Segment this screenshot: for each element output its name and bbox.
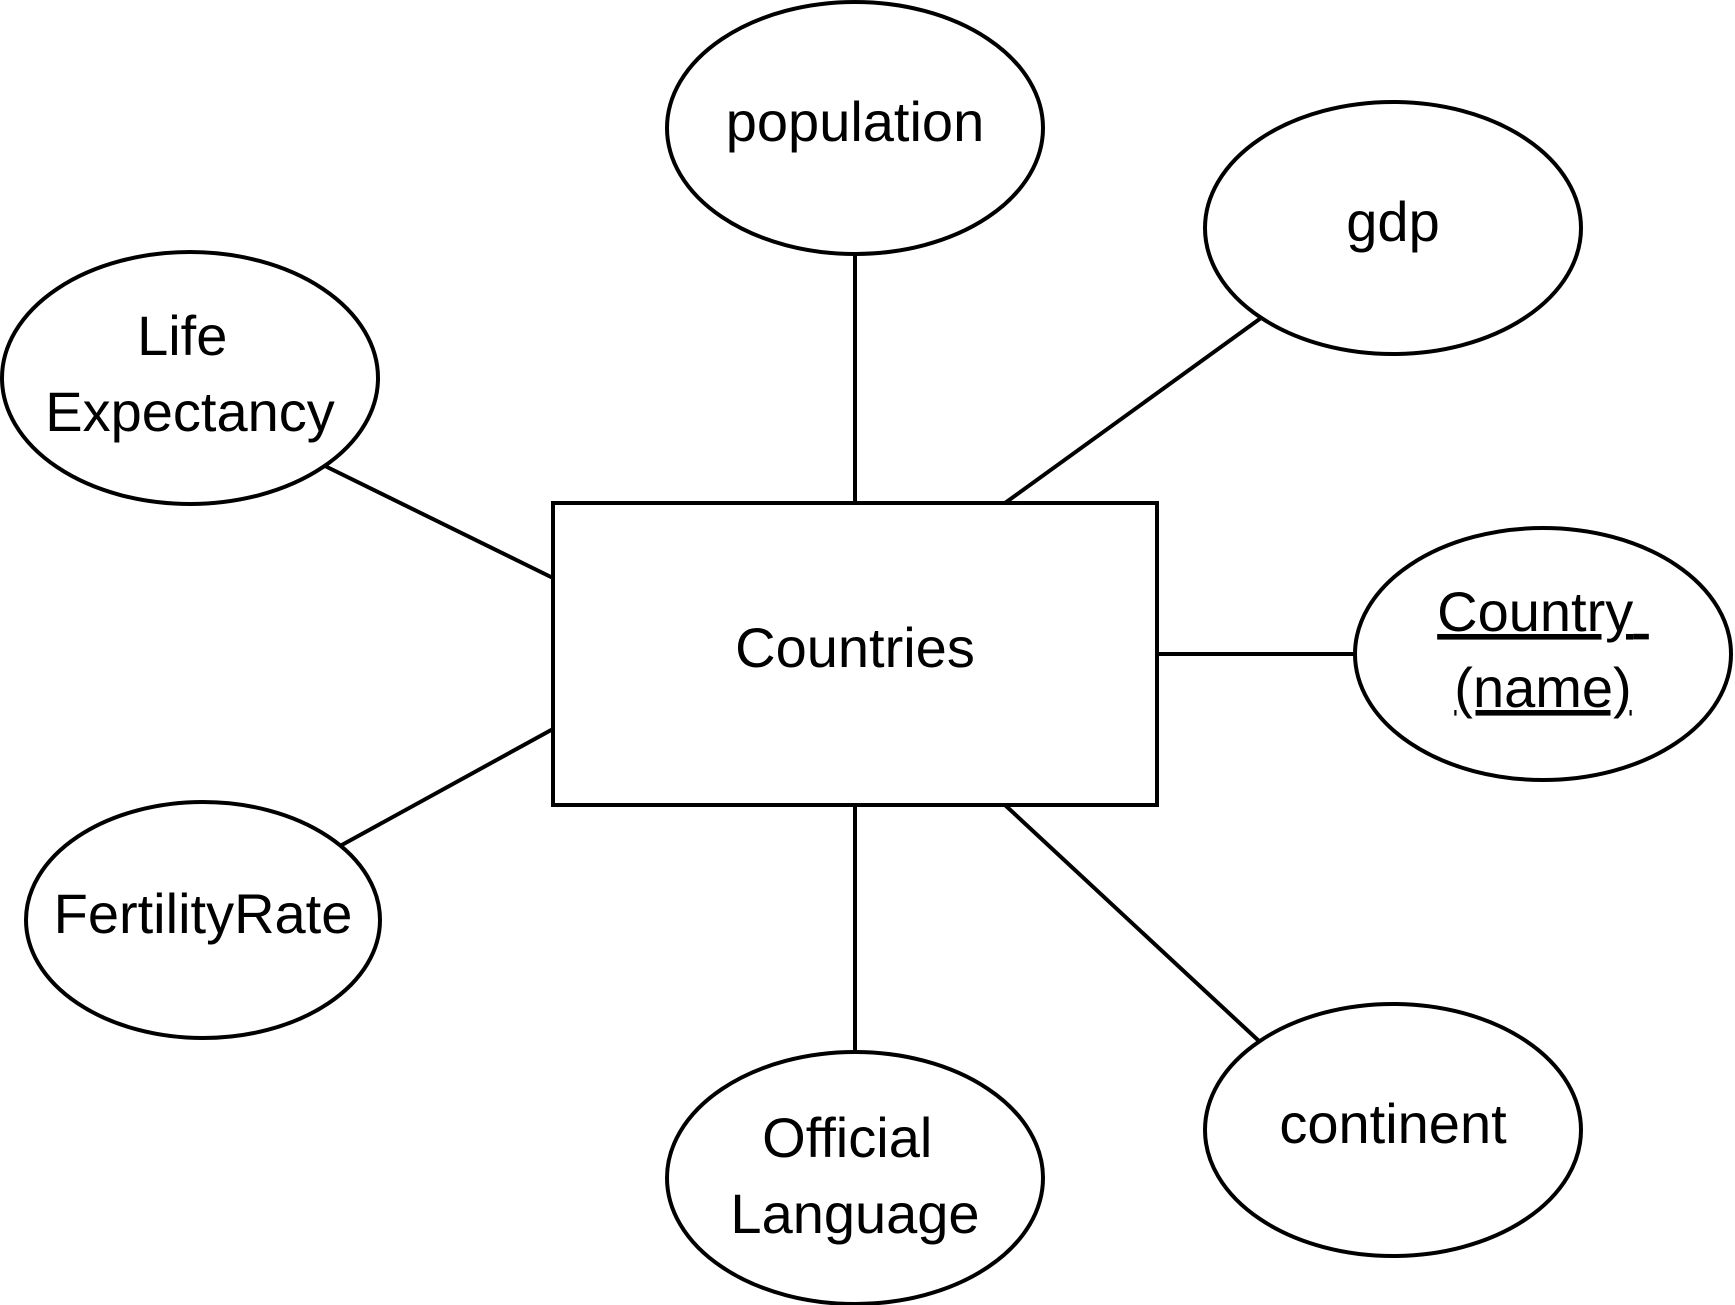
attribute-country-name[interactable]: Country (name)	[1353, 526, 1733, 782]
attribute-label: population	[726, 90, 984, 153]
entity-countries[interactable]: Countries	[551, 501, 1159, 807]
attribute-label: Official Language	[730, 1106, 979, 1245]
connector-fertility-rate	[339, 727, 554, 848]
attribute-fertility-rate[interactable]: FertilityRate	[24, 800, 382, 1040]
attribute-ellipse	[24, 800, 382, 1040]
attribute-gdp[interactable]: gdp	[1203, 100, 1583, 356]
attribute-label-key: Country (name)	[1437, 580, 1649, 719]
attribute-label: gdp	[1346, 190, 1439, 253]
entity-box	[551, 501, 1159, 807]
attribute-continent[interactable]: continent	[1203, 1002, 1583, 1258]
entity-label: Countries	[735, 616, 975, 679]
attribute-ellipse	[0, 250, 380, 506]
attribute-ellipse	[1203, 1002, 1583, 1258]
connector-continent	[1003, 803, 1262, 1044]
attribute-ellipse	[665, 0, 1045, 256]
attribute-official-language[interactable]: Official Language	[665, 1050, 1045, 1305]
attribute-life-expectancy[interactable]: Life Expectancy	[0, 250, 380, 506]
attribute-label: continent	[1279, 1092, 1507, 1155]
attribute-label: FertilityRate	[54, 882, 353, 945]
attribute-ellipse	[1203, 100, 1583, 356]
attribute-ellipse	[665, 1050, 1045, 1305]
attribute-label: Life Expectancy	[45, 304, 335, 443]
connectors	[324, 254, 1355, 1053]
connector-gdp	[1003, 316, 1263, 505]
connector-life-expectancy	[324, 464, 554, 580]
attribute-ellipse	[1353, 526, 1733, 782]
attribute-population[interactable]: population	[665, 0, 1045, 256]
